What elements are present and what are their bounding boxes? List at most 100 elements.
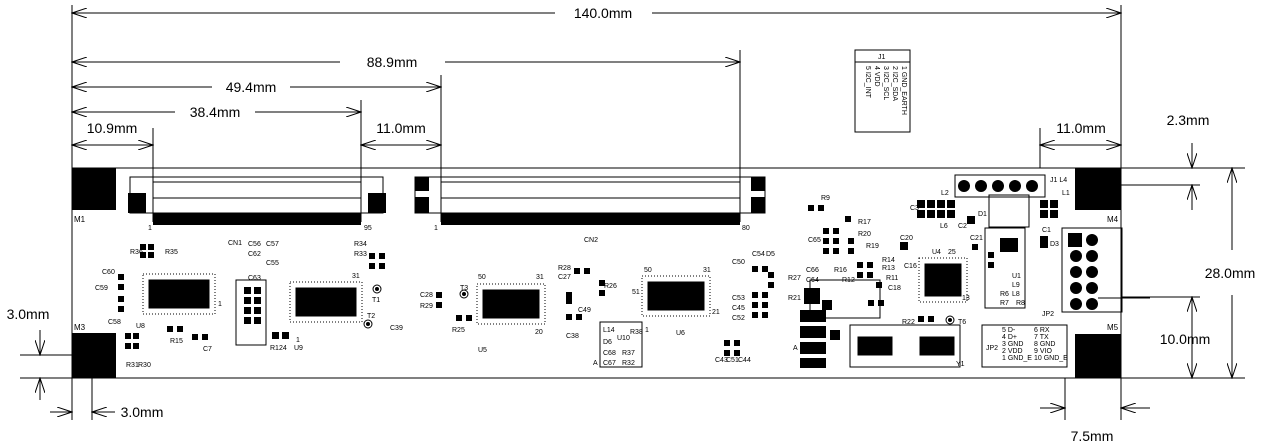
svg-text:R6: R6	[1000, 291, 1009, 298]
svg-text:1 GND_EARTH: 1 GND_EARTH	[900, 66, 907, 115]
svg-text:1: 1	[434, 225, 438, 232]
svg-text:2 VDD: 2 VDD	[1002, 348, 1023, 355]
svg-text:95: 95	[364, 225, 372, 232]
svg-text:R15: R15	[170, 338, 183, 345]
svg-text:C60: C60	[102, 269, 115, 276]
j1-header: J1 L4	[954, 174, 1067, 198]
svg-text:3 GND: 3 GND	[1002, 341, 1023, 348]
svg-text:L1: L1	[1062, 190, 1070, 197]
svg-text:R9: R9	[821, 195, 830, 202]
label-m1: M1	[74, 215, 86, 224]
svg-text:20: 20	[535, 329, 543, 336]
svg-text:R32: R32	[622, 360, 635, 367]
svg-text:C55: C55	[266, 260, 279, 267]
component-outlines	[235, 194, 1030, 346]
svg-text:C59: C59	[95, 285, 108, 292]
dimension-labels: 140.0mm 88.9mm 49.4mm 38.4mm 10.9mm 11.0…	[7, 5, 1256, 444]
svg-text:6 RX: 6 RX	[1034, 327, 1050, 334]
svg-text:R16: R16	[834, 267, 847, 274]
svg-text:C66: C66	[806, 267, 819, 274]
svg-text:25: 25	[948, 249, 956, 256]
svg-text:31: 31	[703, 267, 711, 274]
svg-text:51: 51	[632, 289, 640, 296]
dimension-lines	[40, 13, 1232, 412]
svg-text:1: 1	[645, 327, 649, 334]
svg-text:C52: C52	[732, 315, 745, 322]
svg-text:C45: C45	[732, 305, 745, 312]
svg-text:U5: U5	[478, 347, 487, 354]
svg-text:31: 31	[352, 273, 360, 280]
svg-text:C20: C20	[900, 235, 913, 242]
svg-text:R124: R124	[270, 345, 287, 352]
svg-text:U4: U4	[932, 249, 941, 256]
svg-text:C49: C49	[578, 307, 591, 314]
svg-text:R36: R36	[130, 249, 143, 256]
svg-text:C43: C43	[715, 357, 728, 364]
svg-text:U8: U8	[136, 323, 145, 330]
svg-text:C57: C57	[266, 241, 279, 248]
smd-pads	[118, 200, 1058, 368]
svg-text:R22: R22	[902, 319, 915, 326]
connector-cn2: 1 80 CN2	[414, 176, 766, 244]
svg-text:C53: C53	[732, 295, 745, 302]
svg-text:C67: C67	[603, 360, 616, 367]
svg-text:A: A	[593, 360, 598, 367]
svg-text:D6: D6	[603, 339, 612, 346]
dim-cn2-offset: 88.9mm	[367, 54, 418, 70]
dim-total-width: 140.0mm	[574, 5, 632, 21]
label-m4: M4	[1107, 215, 1119, 224]
jp2-pinout: JP2 5 D- 4 D+ 3 GND 2 VDD 1 GND_E 6 RX 7…	[981, 324, 1068, 368]
dim-cn2-start: 49.4mm	[226, 79, 277, 95]
dim-connector-gap: 11.0mm	[376, 120, 426, 136]
svg-text:D5: D5	[766, 251, 775, 258]
label-cn1: CN1	[228, 240, 242, 247]
svg-text:R21: R21	[788, 295, 801, 302]
mounting-holes: M1 M3 M4 M5	[72, 168, 1121, 378]
svg-text:R27: R27	[788, 275, 801, 282]
svg-text:T2: T2	[367, 313, 375, 320]
j1-pinout: J1 1 GND_EARTH 2 I2C_SDA 3 I2C_SCL 4 VDD…	[854, 49, 911, 133]
crystal-y1	[849, 324, 961, 368]
svg-text:C62: C62	[248, 251, 261, 258]
svg-text:R8: R8	[1016, 300, 1025, 307]
svg-text:C44: C44	[738, 357, 751, 364]
svg-text:R28: R28	[558, 265, 571, 272]
svg-text:R30: R30	[138, 362, 151, 369]
svg-text:C27: C27	[558, 274, 571, 281]
dim-left-hole-width: 3.0mm	[121, 404, 164, 420]
svg-text:C51: C51	[726, 357, 739, 364]
svg-text:1: 1	[218, 301, 222, 308]
svg-text:9 VIO: 9 VIO	[1034, 348, 1052, 355]
svg-text:L9: L9	[1012, 282, 1020, 289]
mount-hole-m3	[72, 333, 116, 378]
svg-text:1: 1	[148, 225, 152, 232]
svg-text:JP2: JP2	[1042, 311, 1054, 318]
svg-text:C64: C64	[806, 277, 819, 284]
svg-text:R26: R26	[604, 283, 617, 290]
svg-text:R29: R29	[420, 303, 433, 310]
svg-text:7 TX: 7 TX	[1034, 334, 1049, 341]
label-m3: M3	[74, 323, 86, 332]
svg-text:Y1: Y1	[956, 361, 965, 368]
svg-text:T6: T6	[958, 319, 966, 326]
svg-text:R12: R12	[842, 277, 855, 284]
svg-text:80: 80	[742, 225, 750, 232]
svg-text:R25: R25	[452, 327, 465, 334]
svg-text:U10: U10	[617, 335, 630, 342]
svg-text:4 D+: 4 D+	[1002, 334, 1017, 341]
dim-board-height: 28.0mm	[1205, 265, 1256, 281]
svg-text:C28: C28	[420, 292, 433, 299]
svg-text:C63: C63	[248, 275, 261, 282]
svg-text:R19: R19	[866, 243, 879, 250]
svg-text:2 I2C_SDA: 2 I2C_SDA	[891, 66, 898, 101]
svg-text:50: 50	[478, 274, 486, 281]
svg-text:21: 21	[712, 309, 720, 316]
mount-hole-m5	[1075, 334, 1121, 378]
svg-text:C39: C39	[390, 325, 403, 332]
svg-text:R34: R34	[354, 241, 367, 248]
svg-text:1: 1	[296, 337, 300, 344]
dim-right-hole-width: 7.5mm	[1071, 428, 1114, 444]
svg-text:L2: L2	[941, 190, 949, 197]
svg-text:J1: J1	[878, 54, 886, 61]
svg-text:5 D-: 5 D-	[1002, 327, 1016, 334]
